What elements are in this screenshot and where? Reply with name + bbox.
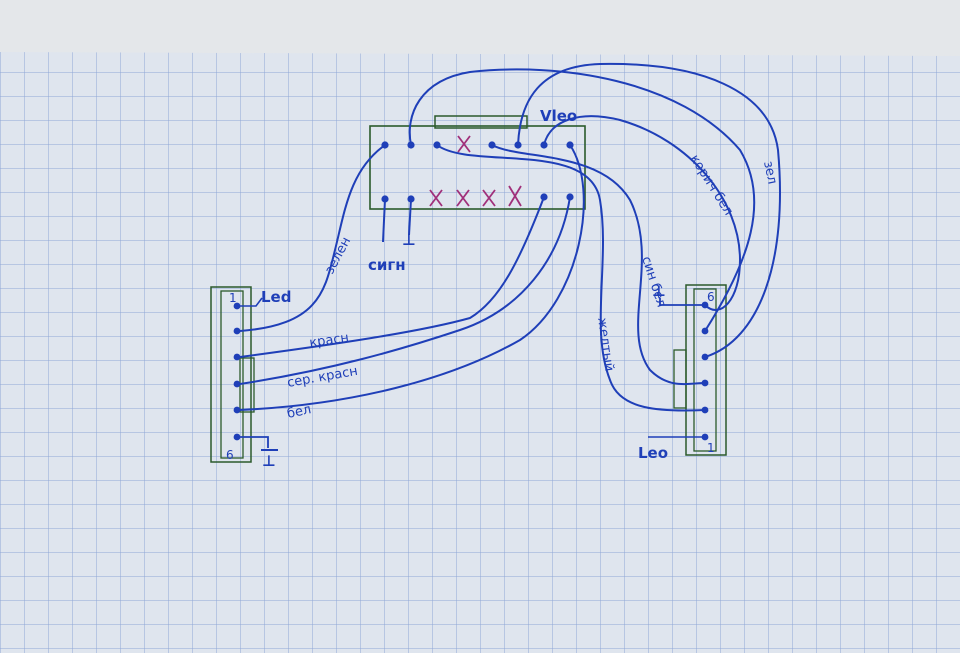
label-top-ground: ⊥ [402, 231, 416, 249]
wire-red [239, 196, 545, 358]
wires [239, 62, 781, 412]
wire-label-yellow: желтый [594, 316, 616, 372]
wire-grey-red [239, 196, 571, 385]
wire-brown-white [543, 115, 742, 311]
wire-label-red: красн [308, 331, 349, 351]
left-connector-pins [233, 302, 241, 441]
left-connector [210, 286, 278, 463]
wire-label-white: бел [286, 402, 313, 422]
wire-white [239, 144, 585, 411]
left-pin-6-label: 6 [226, 448, 234, 462]
wire-green2 [517, 62, 781, 358]
left-pin-1-label: 1 [229, 291, 237, 305]
wire-loop-1 [408, 68, 756, 332]
unused-pin-crosses [429, 135, 522, 207]
graph-paper-grid [0, 52, 960, 653]
wire-green [239, 144, 386, 332]
wire-yellow [436, 144, 706, 412]
left-label-led: Led [261, 288, 291, 306]
right-label-ground: ⊥ [652, 282, 666, 300]
right-label-led: Leo [638, 444, 668, 462]
label-top-vleo: Vleo [540, 107, 577, 125]
wire-blue-white [491, 144, 706, 386]
right-pin-1-label: 1 [707, 441, 715, 455]
label-top-signal: сигн [368, 256, 406, 274]
wire-label-green2: зел [760, 160, 780, 186]
left-label-ground: ⊥ [262, 452, 276, 470]
right-pin-6-label: 6 [707, 290, 715, 304]
